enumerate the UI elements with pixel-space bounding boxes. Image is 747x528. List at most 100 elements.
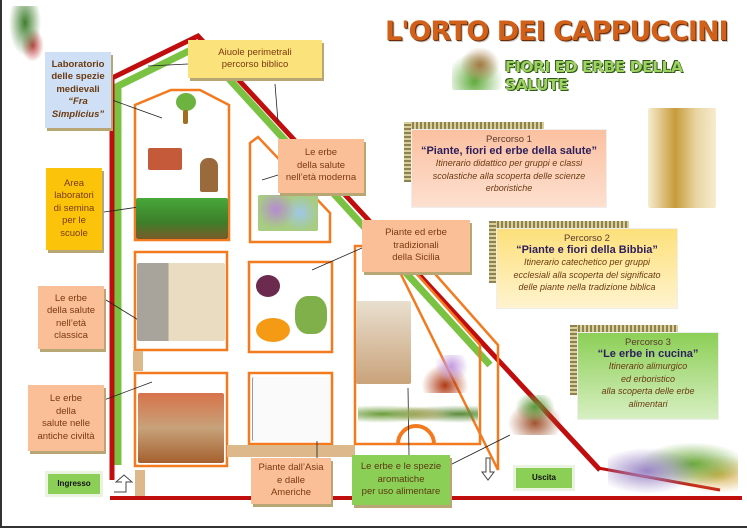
label-line: Piante dall’Asia [258,462,324,474]
label-line: delle spezie [51,71,105,83]
friar-image [200,158,218,192]
pointer-arrow [103,381,153,401]
cactus-pear-image [295,296,327,334]
percorso-desc: ecclesiali alla scoperta del significato [513,269,661,280]
label-line: della [55,405,77,417]
arch-fountain [396,424,436,445]
label-line: “Fra [68,96,88,108]
ingresso-label: Ingresso [45,471,103,497]
label-line: della salute [296,159,346,171]
label-line: percorso biblico [221,59,289,70]
medieval-herbal-image [356,301,411,384]
percorso-3-card: Percorso 3 “Le erbe in cucina” Itinerari… [570,325,718,419]
pointer-arrow [147,63,189,67]
bed-asia [247,371,334,446]
percorso-title: “Le erbe in cucina” [597,348,699,360]
percorso-desc: alla scoperta delle erbe [601,386,695,396]
down-arrow-icon [481,457,495,481]
label-line: antiche civiltà [37,430,95,442]
saffron-image [412,355,478,393]
decorative-stripe [570,325,577,395]
label-line: Americhe [270,487,312,499]
label-line: Aiuole perimetrali [218,46,292,58]
dried-herbs-image [358,400,478,428]
label-line: e dalle [277,474,305,486]
percorso-number: Percorso 3 [625,337,671,348]
herb-garland-decoration [6,6,44,62]
percorso-desc: ed erboristico [620,373,676,384]
label-piante-sicilia: Piante ed erbe tradizionali della Sicili… [362,220,470,272]
label-line: tradizionali [393,239,439,251]
percorso-desc: Itinerario didattico per gruppi e classi [435,158,583,168]
label-line: scuole [60,227,88,239]
label-erbe-classica: Le erbe della salute nell’età classica [38,286,104,349]
bed-spezie [353,244,482,446]
mortar-herbs-title-image [452,48,508,90]
cinnamon-vanilla-image [500,395,570,435]
percorso-number: Percorso 1 [486,134,532,145]
label-line: per uso alimentare [361,486,441,498]
label-line: della Sicilia [392,252,440,264]
percorso-number: Percorso 2 [564,233,610,244]
label-erbe-spezie: Le erbe e le spezie aromatiche per uso a… [352,455,450,505]
decorative-stripe [489,221,629,228]
label-line: laboratori [54,190,94,202]
perimeter-hedge [114,41,493,465]
label-line: Piante ed erbe [385,227,447,239]
uscita-label: Uscita [513,465,575,491]
figs-image [256,275,280,297]
percorso-title: “Piante e fiori della Bibbia” [516,244,658,256]
decorative-stripe [489,221,496,283]
label-area-laboratori: Area laboratori di semina per le scuole [46,168,102,250]
bed-classica [133,250,229,352]
path-segment [135,470,145,496]
label-line: nell’età moderna [285,172,357,184]
label-laboratorio: Laboratorio delle spezie medievali “Fra … [45,52,111,128]
herbal-manuscript-image [137,263,225,341]
percorso-2-card: Percorso 2 “Piante e fiori della Bibbia”… [489,221,677,308]
percorso-title: “Piante, fiori ed erbe della salute” [420,145,598,157]
label-line: per le [62,215,86,227]
spices-chart-image [252,377,330,441]
label-line: nell’età [55,317,87,329]
percorso-desc: Itinerario catechetico per gruppi [523,257,651,267]
label-erbe-moderna: Le erbe della salute nell’età moderna [278,139,364,193]
herbs-mortar-image [608,430,738,498]
label-line: di semina [53,202,95,214]
label-erbe-antiche: Le erbe della salute nelle antiche civil… [28,385,104,451]
percorso-desc: alimentari [628,398,668,409]
label-piante-asia: Piante dall’Asia e dalle Americhe [251,458,331,504]
direction-arrow-icon [114,474,134,493]
bed-antiche [133,371,229,468]
label-line: Le erbe [54,292,88,304]
pointer-arrow [449,434,511,466]
label-line: Le erbe [49,393,83,404]
label-line: classica [54,330,88,341]
path-segment [133,351,143,371]
percorso-desc: Itinerario alimurgico [608,361,688,371]
egyptian-fresco-image [138,393,224,463]
tree-trunk [183,110,188,124]
label-line: della salute [46,305,96,316]
percorso-1-card: Percorso 1 “Piante, fiori ed erbe della … [404,122,606,207]
label-line: Le erbe [304,147,338,159]
tree-image [176,93,196,111]
page-title: L'ORTO DEI CAPPUCCINI [385,16,729,47]
pointer-arrow [261,174,279,181]
friar-mortar-engraving [648,108,716,208]
label-line: Laboratorio [51,58,105,70]
flowerbed-image [258,195,318,231]
pointer-arrow [274,83,279,123]
page-subtitle: FIORI ED ERBE DELLA SALUTE [505,58,683,94]
label-aiuole: Aiuole perimetrali percorso biblico [188,40,322,78]
vegetable-garden-image [136,198,228,239]
label-line: Simplicius” [51,108,105,120]
bed-sicilia [247,260,334,354]
percorso-desc: delle piante nella tradizione biblica [518,282,656,292]
label-line: Area [63,177,85,189]
label-line: salute nelle [41,418,91,429]
path-segment [227,445,355,457]
label-line: medievali [56,83,100,95]
decorative-stripe [404,122,544,129]
